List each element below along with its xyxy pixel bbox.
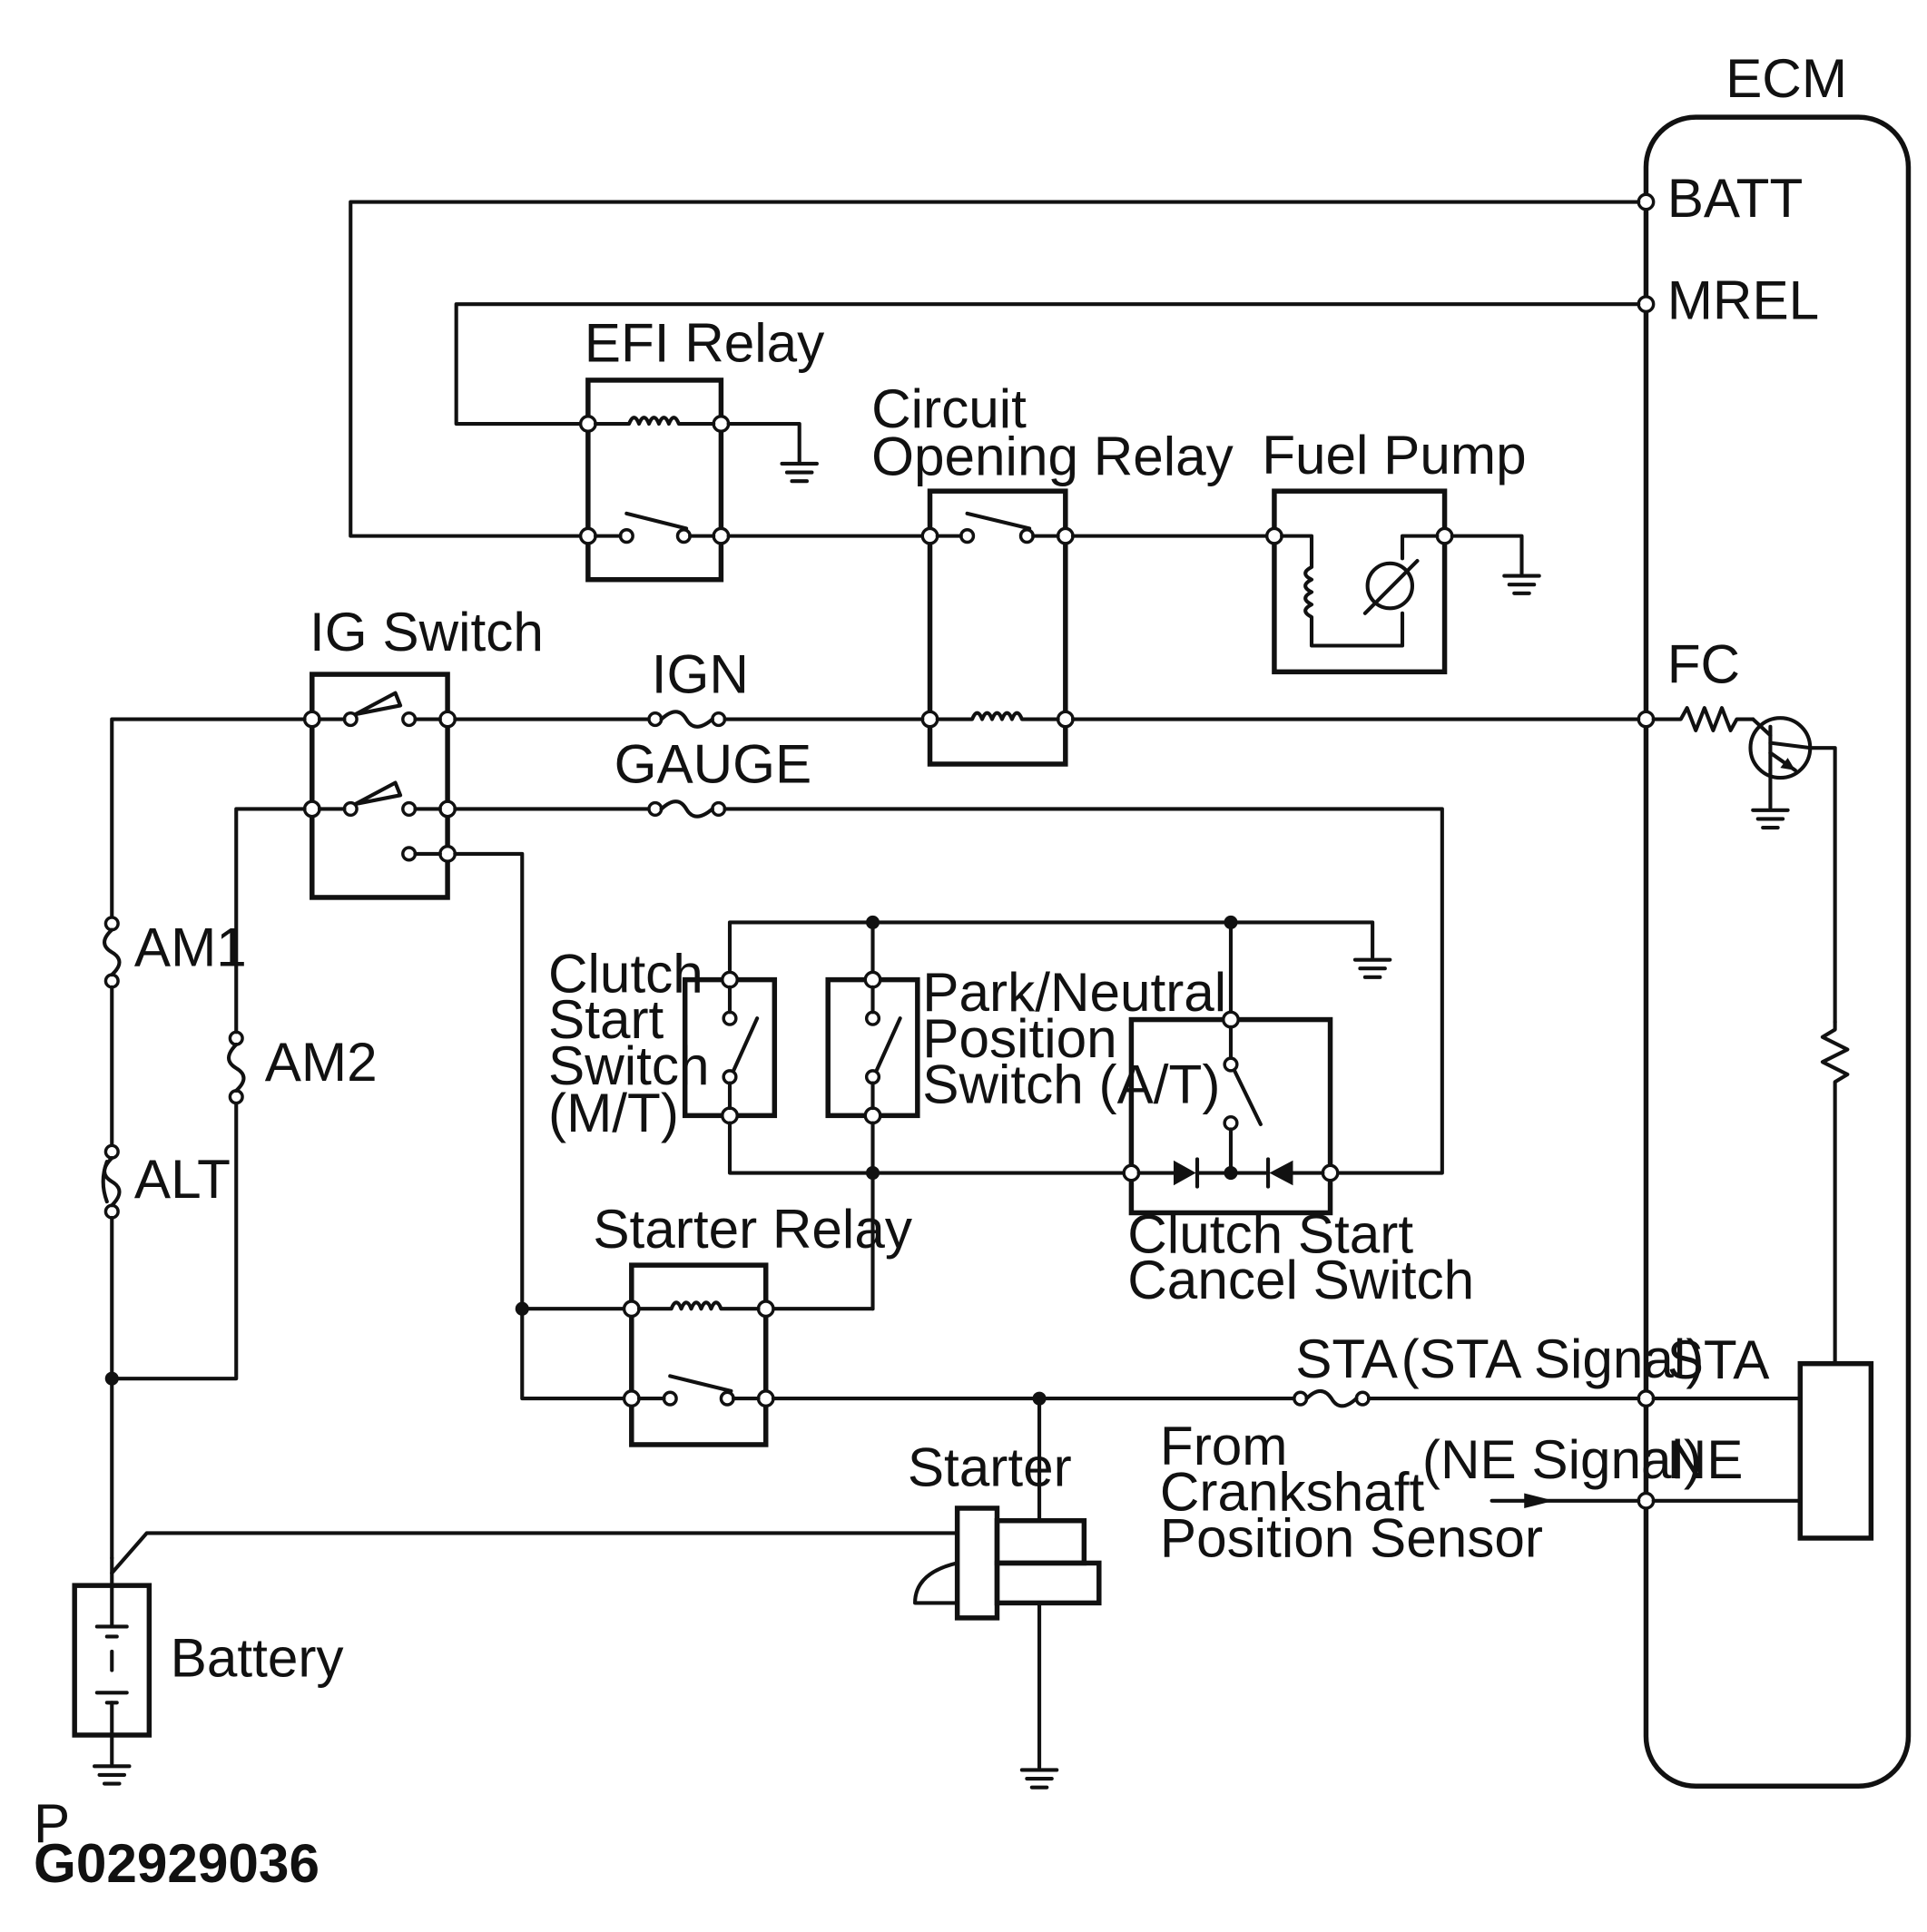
am2-fuse-icon (226, 1030, 246, 1105)
starter-relay-coil (636, 1300, 761, 1311)
ecm-label: ECM (1725, 47, 1847, 109)
starter-relay-label: Starter Relay (593, 1198, 912, 1260)
diode-right-icon (1269, 1160, 1293, 1186)
cor-coil (935, 711, 1060, 721)
clutch-start-cancel-switch: Clutch Start Cancel Switch (1122, 920, 1474, 1310)
css-label-3: Switch (548, 1035, 709, 1096)
clutch-start-switch: Clutch Start Switch (M/T) (548, 942, 778, 1143)
circuit-opening-relay: Circuit Opening Relay (871, 378, 1234, 767)
battery-ground-icon (93, 1764, 132, 1786)
starter-label: Starter (908, 1436, 1072, 1497)
efi-ground-icon (780, 461, 819, 484)
am1-fuse-icon (103, 916, 122, 989)
battery: Battery (72, 1555, 345, 1766)
pump-ground-wire (1450, 534, 1524, 575)
gauge-label: GAUGE (614, 733, 812, 795)
ig-switch-label: IG Switch (310, 601, 544, 662)
css-label-4: (M/T) (548, 1082, 679, 1143)
pnp-label-2: Position (922, 1007, 1116, 1069)
starter-ground-icon (1019, 1768, 1059, 1790)
efi-relay: EFI Relay (578, 311, 825, 583)
ecm-input-block (1797, 1360, 1874, 1541)
ccs-label-1: Clutch Start (1127, 1202, 1413, 1264)
sta-fuse-icon (1293, 1388, 1371, 1408)
pump-ground-icon (1502, 574, 1541, 595)
efi-relay-label: EFI Relay (585, 311, 825, 373)
efi-coil-ground-wire (726, 421, 801, 464)
ig-switch: IG Switch (302, 601, 544, 900)
from-label-1: From (1160, 1415, 1288, 1476)
sta-fuse-label: STA (1295, 1328, 1398, 1389)
corner-p-label: P (34, 1792, 70, 1854)
fc-ground-icon (1751, 808, 1790, 830)
fc-label: FC (1667, 633, 1740, 695)
cor-label-2: Opening Relay (871, 425, 1234, 486)
pnp-label-1: Park/Neutral (922, 961, 1226, 1023)
am2-upper-wire (234, 807, 307, 1035)
batt-terminal (1637, 192, 1656, 211)
batt-wire (349, 200, 1641, 538)
fc-resistor (1651, 706, 1755, 732)
mrel-terminal (1637, 295, 1656, 314)
ne-signal-label: (NE Signal) (1422, 1428, 1702, 1490)
fc-transistor (1748, 716, 1813, 810)
ne-pin-label: NE (1667, 1428, 1744, 1490)
batt-label: BATT (1667, 167, 1804, 229)
mrel-label: MREL (1667, 270, 1819, 331)
css-label-1: Clutch (548, 942, 703, 1004)
cor-label-1: Circuit (871, 378, 1027, 439)
gauge-wire-b (723, 807, 1444, 1175)
css-label-2: Start (548, 988, 664, 1050)
efi-coil (594, 416, 716, 427)
gauge-fuse-icon (647, 799, 727, 819)
switch-ground-bus (727, 920, 1375, 972)
ne-terminal (1637, 1491, 1656, 1510)
ne-arrow-icon (1524, 1493, 1555, 1508)
ign-label: IGN (652, 643, 749, 705)
ecm-unit: ECM BATT MREL FC STA NE (1637, 47, 1912, 1790)
switch-output-bus (727, 1121, 1126, 1175)
starter-relay: Starter Relay (593, 1198, 913, 1447)
park-neutral-position-switch: Park/Neutral Position Switch (A/T) (825, 920, 1226, 1125)
from-label-3: Position Sensor (1160, 1506, 1543, 1568)
fuel-pump-label: Fuel Pump (1262, 424, 1526, 485)
ecm-internal-wire (1808, 746, 1837, 1025)
am1-label: AM1 (134, 916, 247, 977)
figure-id-label: G02929036 (34, 1832, 320, 1894)
alt-label: ALT (134, 1148, 231, 1210)
am2-label: AM2 (265, 1031, 378, 1093)
sta-pin-label: STA (1667, 1329, 1770, 1390)
sta-terminal (1637, 1389, 1656, 1408)
sta-signal-label: (STA Signal) (1401, 1328, 1705, 1389)
starter-motor: Starter (908, 1397, 1102, 1770)
pump-motor-icon (1365, 561, 1415, 611)
fuel-pump: Fuel Pump (1262, 424, 1527, 675)
from-label-2: Crankshaft (1160, 1461, 1425, 1523)
diode-left-icon (1173, 1160, 1196, 1186)
battery-to-starter-wire (110, 1531, 959, 1575)
mrel-wire (454, 302, 1641, 427)
ig-st-wire (453, 851, 626, 1401)
pnp-label-3: Switch (A/T) (922, 1054, 1220, 1115)
alt-fuse-icon (101, 1143, 122, 1220)
fc-terminal (1637, 710, 1656, 729)
ign-fuse-icon (647, 710, 727, 729)
am2-lower-wire (110, 1098, 239, 1381)
ccs-label-2: Cancel Switch (1127, 1249, 1474, 1310)
battery-label: Battery (171, 1626, 345, 1688)
switch-ground-icon (1352, 957, 1392, 979)
am1-feed-wire (110, 717, 307, 919)
ecm-internal-resistor (1820, 1020, 1850, 1366)
